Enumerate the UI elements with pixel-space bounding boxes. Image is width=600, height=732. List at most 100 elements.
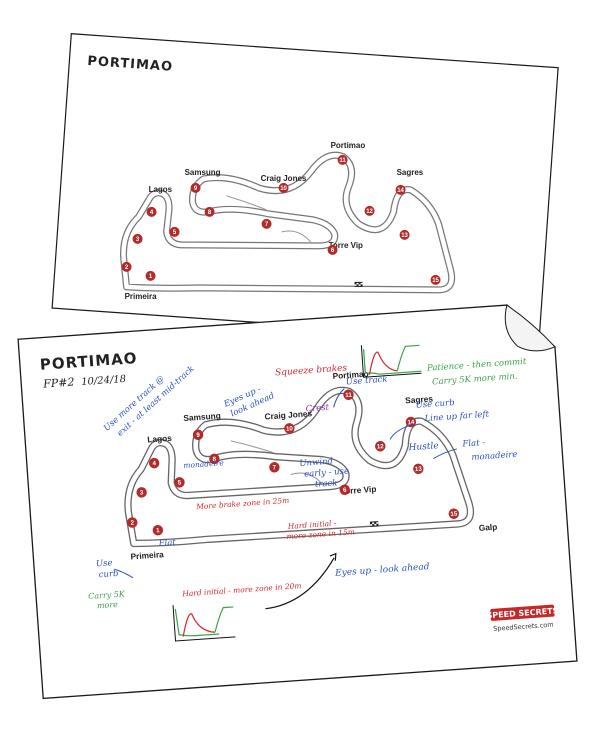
note-use-curb-t1-line1: Use: [96, 558, 113, 569]
svg-text:3: 3: [140, 489, 144, 496]
back-label-lagos: Lagos: [149, 185, 173, 194]
front-label-portimao: Portimao: [332, 368, 369, 381]
svg-text:4: 4: [150, 210, 154, 216]
turn-marker: 5: [174, 477, 185, 488]
note-flat: Flat: [157, 538, 176, 549]
svg-text:1: 1: [156, 527, 160, 534]
svg-text:2: 2: [130, 519, 134, 526]
arrow-stroke: [389, 423, 416, 440]
svg-text:11: 11: [345, 392, 353, 400]
turn-marker: 2: [121, 261, 132, 272]
front-label-craig-jones: Craig Jones: [264, 408, 313, 421]
svg-text:11: 11: [339, 158, 346, 164]
back-sheet-title: PORTIMAO: [87, 54, 174, 75]
turn-marker: 10: [278, 182, 289, 193]
arrow-stroke: [114, 568, 134, 579]
brake-trace-graph-top: [360, 344, 422, 378]
svg-text:8: 8: [208, 210, 212, 216]
svg-text:15: 15: [450, 511, 458, 519]
svg-text:5: 5: [173, 230, 177, 236]
front-label-lagos: Lagos: [147, 433, 172, 445]
back-label-sagres: Sagres: [397, 168, 424, 177]
svg-text:6: 6: [343, 487, 347, 494]
note-crest: Crest: [305, 403, 330, 415]
turn-marker: 8: [209, 453, 220, 465]
svg-text:13: 13: [415, 466, 423, 474]
turn-marker: 12: [364, 205, 375, 216]
back-label-torre-vip: Torre Vip: [329, 241, 363, 250]
turn-marker: 6: [339, 484, 350, 496]
svg-text:9: 9: [194, 186, 198, 192]
turn-marker: 9: [190, 182, 201, 193]
back-label-primeira: Primeira: [125, 292, 158, 301]
turn-marker: 10: [284, 423, 295, 434]
front-label-sagres: Sagres: [405, 393, 434, 405]
front-sheet: PORTIMAO FP#2 10/24/18 Lagos Samsung Cra…: [17, 304, 578, 700]
turn-marker: 8: [204, 206, 215, 217]
note-flat-monadeire-line2: monadeire: [471, 450, 518, 463]
turn-marker: 3: [132, 233, 143, 244]
front-label-samsung: Samsung: [183, 410, 221, 423]
turn-marker: 6: [327, 244, 338, 255]
svg-text:10: 10: [280, 186, 287, 192]
note-carry-5k-line2: more: [97, 600, 119, 610]
turn-marker: 13: [399, 229, 410, 240]
back-label-samsung: Samsung: [185, 168, 221, 177]
front-turn-markers: 1 2 3 4 5 6 7 8 9 10 11 12 13 14 15: [127, 389, 460, 536]
svg-text:3: 3: [136, 237, 140, 243]
back-sheet: PORTIMAO Lagos Samsung Craig Jones Porti…: [51, 33, 559, 343]
turn-marker: 15: [448, 508, 460, 519]
turn-marker: 13: [413, 463, 424, 475]
svg-text:14: 14: [407, 419, 415, 427]
back-track: Lagos Samsung Craig Jones Portimao Sagre…: [122, 141, 452, 301]
arrow-stroke: [265, 557, 335, 610]
svg-text:7: 7: [272, 464, 276, 471]
front-label-primeira: Primeira: [130, 549, 164, 561]
svg-text:5: 5: [178, 479, 182, 486]
svg-text:6: 6: [331, 248, 335, 254]
turn-marker: 4: [146, 206, 157, 217]
turn-marker: 3: [136, 487, 147, 498]
note-carry-5k-line1: Carry 5K: [88, 589, 126, 601]
session-label: FP#2: [42, 375, 75, 390]
note-use-curb-t1-line2: curb: [98, 569, 118, 580]
note-use-track: Use track: [346, 375, 388, 388]
arrow-stroke: [333, 388, 345, 408]
brake-trace-graph-bottom: [172, 605, 236, 642]
note-unwind-line1: Unwind: [299, 457, 334, 469]
note-use-curb-t14: Use curb: [415, 398, 455, 411]
turn-marker: 7: [269, 462, 280, 473]
back-turn-markers: 1 2 3 4 5 6 7 8 9 10 11 12 13 14 15: [121, 154, 441, 285]
page-curl-icon: [504, 304, 556, 352]
arrow-head-icon: [329, 552, 337, 561]
svg-text:7: 7: [265, 222, 269, 228]
svg-text:2: 2: [125, 265, 129, 271]
svg-text:15: 15: [432, 278, 439, 284]
svg-text:8: 8: [212, 456, 216, 463]
turn-marker: 12: [375, 440, 386, 452]
session-date: 10/24/18: [81, 374, 127, 388]
turn-marker: 1: [145, 270, 156, 281]
front-label-torre-vip: Torre Vip: [340, 484, 376, 497]
note-hard-initial-line1: Hard initial -: [287, 519, 338, 531]
note-line-up-far-left: Line up far left: [423, 410, 490, 425]
svg-text:12: 12: [377, 443, 385, 451]
turn-marker: 7: [261, 218, 272, 229]
svg-text:12: 12: [366, 209, 373, 215]
turn-marker: 2: [127, 517, 138, 528]
arrow-stroke: [433, 448, 457, 460]
turn-marker: 14: [395, 184, 406, 195]
note-hustle: Hustle: [407, 441, 439, 453]
svg-text:1: 1: [149, 274, 153, 280]
turn-marker: 15: [430, 274, 441, 285]
back-label-craig-jones: Craig Jones: [261, 174, 307, 183]
svg-text:14: 14: [397, 188, 404, 194]
svg-text:4: 4: [152, 460, 156, 467]
note-unwind-line2: early - use: [304, 467, 349, 480]
svg-text:9: 9: [196, 432, 200, 439]
front-track: Lagos Samsung Craig Jones Portimao Sagre…: [118, 368, 498, 561]
turn-marker: 4: [148, 457, 160, 469]
note-flat-monadeire-line1: Flat -: [461, 438, 485, 450]
svg-text:10: 10: [286, 425, 294, 433]
turn-marker: 1: [152, 524, 164, 536]
